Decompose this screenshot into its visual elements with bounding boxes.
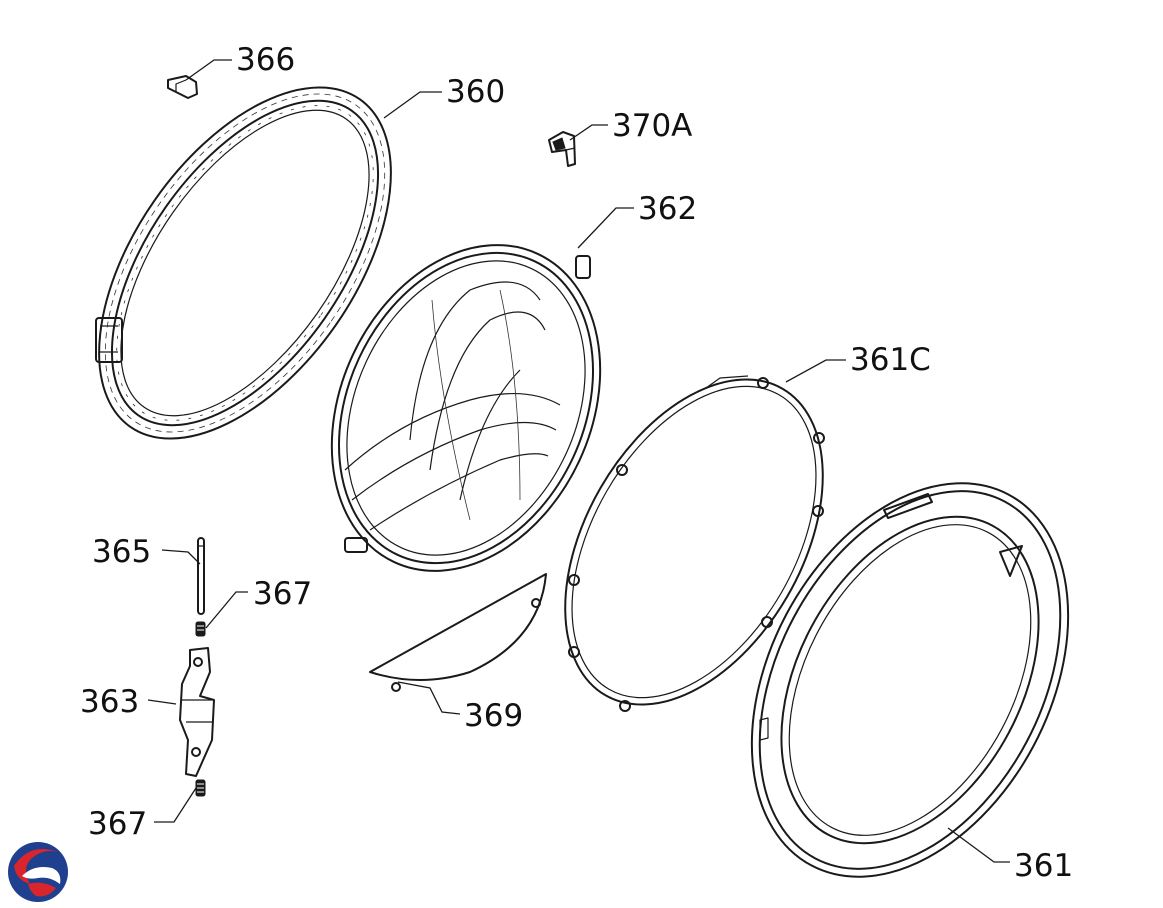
leader-369	[397, 681, 461, 715]
part-361-front-trim	[750, 482, 1070, 878]
callout-362: 362	[638, 191, 697, 227]
part-362-bowl-contours	[344, 255, 591, 553]
leader-361	[947, 827, 1010, 863]
leader-361c	[785, 359, 846, 383]
leader-lines	[147, 59, 1010, 863]
leader-365	[161, 549, 201, 565]
part-361-trim-details	[759, 493, 1023, 741]
part-367-screw-bottom	[195, 779, 206, 797]
leader-366	[185, 59, 232, 81]
leader-362	[577, 207, 634, 249]
callout-365: 365	[92, 534, 151, 570]
callout-360: 360	[446, 74, 505, 110]
callout-367-bottom: 367	[88, 806, 147, 842]
callout-370a: 370A	[612, 108, 692, 144]
callout-361: 361	[1014, 848, 1073, 884]
part-369-shield	[369, 573, 547, 692]
leader-367-bottom	[154, 787, 197, 823]
leader-363	[147, 699, 177, 705]
part-362-door-glass	[330, 244, 602, 572]
leader-360	[383, 91, 442, 119]
part-365-hinge-pin	[197, 537, 205, 615]
part-366-clip	[167, 75, 198, 99]
callout-363: 363	[80, 684, 139, 720]
part-360-outer-ring	[98, 86, 392, 440]
callout-367-top: 367	[253, 576, 312, 612]
leader-367-top	[205, 591, 248, 629]
part-361c-bolts	[568, 375, 825, 712]
leader-370a	[569, 124, 608, 141]
part-363-hinge-bracket	[179, 647, 215, 777]
callout-369: 369	[464, 698, 523, 734]
part-361c-retaining-frame	[564, 378, 824, 706]
part-360-hinge-block	[95, 317, 123, 363]
part-367-screw-top	[195, 621, 206, 637]
part-370a-latch	[548, 131, 576, 167]
brand-swirl-icon	[8, 842, 68, 902]
callout-366: 366	[236, 42, 295, 78]
callout-361c: 361C	[850, 342, 931, 378]
